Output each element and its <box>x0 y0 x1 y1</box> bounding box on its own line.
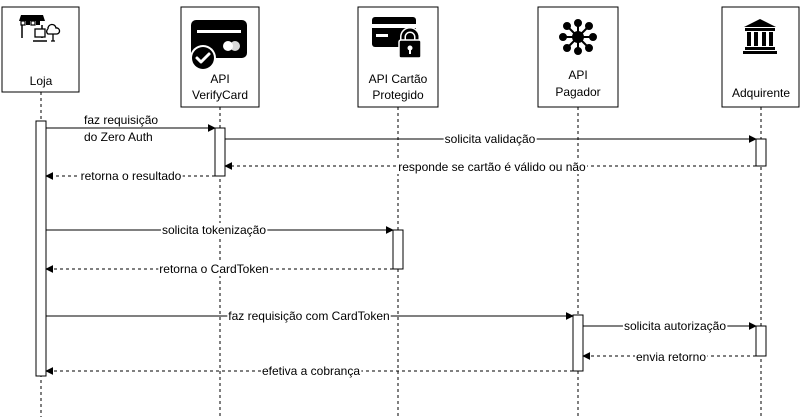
message-label: faz requisição com CardToken <box>228 309 389 323</box>
card-lock-icon <box>372 17 422 59</box>
activation-adquirente-1 <box>755 138 767 167</box>
participant-label: API Cartão <box>369 72 428 86</box>
card-check-icon <box>190 20 247 71</box>
participant-label: Pagador <box>555 85 600 99</box>
message-label: retorna o CardToken <box>159 262 268 276</box>
message-label: solicita tokenização <box>162 223 266 237</box>
message-label: solicita autorização <box>624 319 726 333</box>
participant-label: API <box>568 68 587 82</box>
participant-loja: Loja <box>1 6 80 93</box>
message-label: envia retorno <box>636 350 706 364</box>
bank-icon <box>743 19 777 54</box>
message-label: responde se cartão é válido ou não <box>398 160 586 174</box>
participant-cartao: API Cartão Protegido <box>357 6 439 108</box>
participant-adquirente: Adquirente <box>721 6 800 108</box>
activation-adquirente-2 <box>755 325 767 357</box>
activation-verifycard <box>214 127 226 177</box>
participant-label: Loja <box>30 74 53 88</box>
activation-loja <box>35 120 47 377</box>
message-label: faz requisição <box>84 113 158 127</box>
activation-pagador <box>572 314 584 372</box>
participant-verifycard: API VerifyCard <box>180 6 260 108</box>
message-label: retorna o resultado <box>81 169 182 183</box>
participant-label: Protegido <box>372 88 424 102</box>
network-hub-icon <box>559 19 597 55</box>
message-label: solicita validação <box>445 132 536 146</box>
store-network-icon <box>19 15 61 42</box>
message-label: efetiva a cobrança <box>262 364 360 378</box>
participant-label: VerifyCard <box>192 88 248 102</box>
participant-label: Adquirente <box>732 86 790 100</box>
participant-label: API <box>210 72 229 86</box>
message-label: do Zero Auth <box>84 130 153 144</box>
activation-bars <box>35 120 767 377</box>
message-labels: faz requisição do Zero Auth solicita val… <box>79 113 728 378</box>
participant-pagador: API Pagador <box>537 6 619 108</box>
activation-cartao <box>392 229 404 270</box>
